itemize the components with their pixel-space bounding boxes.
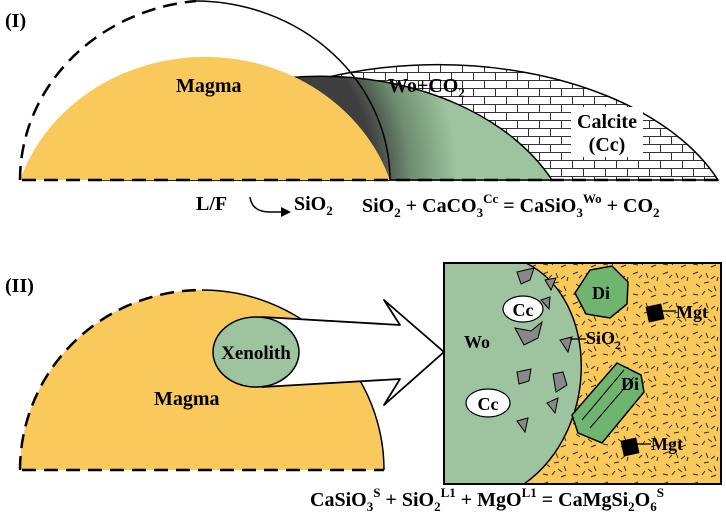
- magma-dashed-boundary-two: [18, 288, 203, 471]
- equation-term: + CaCO: [401, 195, 477, 217]
- equation-supscript: L1: [522, 485, 537, 500]
- sio2-grain: [552, 371, 568, 393]
- magma-label-two: Magma: [154, 388, 220, 410]
- sio2-grain: [546, 397, 559, 415]
- lf-arrow: [249, 196, 282, 213]
- equation-term: + MgO: [456, 489, 522, 511]
- magma-label-one: Magma: [176, 75, 242, 97]
- calcite-relict: [502, 295, 544, 323]
- sio2-grain: [516, 368, 532, 385]
- wo-co2-label: Wo+CO2: [388, 75, 465, 100]
- equation-subscript: 2: [628, 499, 635, 514]
- diopside-cleavage: [581, 369, 635, 429]
- sio2-grain: [559, 336, 573, 354]
- magma-body-one: [20, 56, 390, 181]
- equation-subscript: 2: [394, 205, 401, 220]
- calcite-label-bg: [571, 107, 643, 157]
- reaction-equation-one: SiO2 + CaCO3Cc = CaSiO3Wo + CO2: [362, 191, 660, 220]
- equation-supscript: Wo: [583, 191, 602, 206]
- xenolith: [212, 316, 300, 388]
- mgt-label: Mgt: [651, 434, 683, 454]
- inset-wollastonite-rim: [443, 262, 582, 485]
- equation-supscript: L1: [441, 485, 456, 500]
- sio2-grain: [514, 320, 543, 346]
- di-label: Di: [592, 283, 610, 303]
- equation-supscript: Cc: [483, 191, 498, 206]
- equation-subscript: 3: [477, 205, 484, 220]
- equation-term: O: [635, 489, 651, 511]
- equation-subscript: 2: [434, 499, 441, 514]
- diopside-crystal: [574, 265, 629, 319]
- sio2-grain: [540, 296, 551, 311]
- equation-subscript: 3: [576, 205, 583, 220]
- equation-term: SiO: [362, 195, 394, 217]
- sio2-grain: [516, 417, 529, 434]
- equation-subscript: 6: [650, 499, 657, 514]
- wo-label: Wo: [464, 332, 490, 352]
- equation-subscript: 3: [367, 499, 374, 514]
- zoom-callout-arrow: [261, 299, 445, 406]
- equation-term: + SiO: [380, 489, 434, 511]
- magma-dashed-boundary-one: [18, 0, 197, 181]
- mgt-label: Mgt: [676, 302, 708, 322]
- panel-two-label: (II): [5, 275, 34, 297]
- magma-contact-one: [195, 0, 391, 181]
- equation-subscript: 2: [653, 205, 660, 220]
- equation-supscript: S: [373, 485, 380, 500]
- equation-term: + CO: [602, 195, 653, 217]
- inset-frame: [443, 262, 722, 485]
- calcite-relict: [465, 388, 511, 418]
- equation-term: = CaMgSi: [537, 489, 629, 511]
- reaction-equation-two: CaSiO3S + SiO2L1 + MgOL1 = CaMgSi2O6S: [310, 485, 664, 514]
- panel-one-label: (I): [5, 10, 26, 32]
- magnetite-grain: [645, 303, 665, 323]
- lf-label: L/F: [196, 193, 227, 215]
- xenolith-label: Xenolith: [221, 343, 291, 364]
- di-label: Di: [621, 374, 639, 394]
- magnetite-grain: [620, 437, 640, 457]
- lf-sio2-label: SiO2: [294, 193, 333, 218]
- equation-term: CaSiO: [310, 489, 367, 511]
- lf-arrow-head: [281, 207, 291, 217]
- calcite-label: Calcite: [577, 111, 637, 133]
- sio2-label: SiO2: [586, 328, 621, 352]
- equation-term: = CaSiO: [498, 195, 576, 217]
- cc-label: Cc: [513, 300, 534, 320]
- cc-label: Cc: [478, 394, 499, 414]
- calcite-abbrev: (Cc): [589, 134, 626, 156]
- sio2-grain: [516, 267, 535, 285]
- diopside-prism: [571, 362, 645, 444]
- sio2-grain: [544, 277, 557, 292]
- equation-supscript: S: [657, 485, 664, 500]
